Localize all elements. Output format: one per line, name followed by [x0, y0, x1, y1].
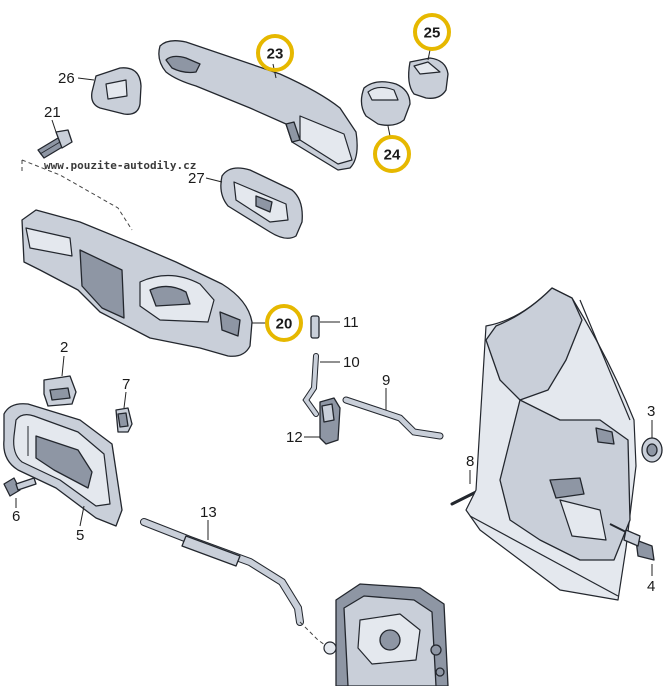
part-24-cylinder-cap: [360, 81, 411, 126]
highlight-25: [413, 13, 451, 51]
part-6-screw: [3, 477, 37, 497]
label-10: 10: [343, 354, 360, 371]
label-6: 6: [12, 508, 20, 525]
label-4: 4: [647, 578, 655, 595]
leader-24: [387, 125, 391, 137]
part-11-pin: [310, 315, 320, 339]
label-7: 7: [122, 376, 130, 393]
label-3: 3: [647, 403, 655, 420]
part-26-gasket: [91, 67, 142, 115]
label-27: 27: [188, 170, 205, 187]
leader-5: [79, 505, 85, 527]
part-4-bolt: [609, 523, 655, 561]
part-23-door-handle: [158, 40, 358, 171]
leader-2: [61, 355, 65, 377]
part-3-nut: [641, 437, 663, 463]
part-25-cover-cap: [408, 57, 449, 99]
leader-25: [427, 49, 431, 61]
label-21: 21: [44, 104, 61, 121]
assembly-guide-line: [21, 159, 133, 231]
leader-26: [77, 77, 95, 81]
part-12-clip: [319, 397, 341, 445]
highlight-24: [373, 135, 411, 173]
label-24: 24: [384, 147, 401, 164]
label-11: 11: [343, 314, 359, 331]
label-9: 9: [382, 372, 390, 389]
leader-7: [123, 391, 127, 409]
label-8: 8: [466, 453, 474, 470]
part-2-clip: [43, 375, 77, 407]
part-13-cable: [140, 518, 304, 626]
label-23: 23: [267, 46, 284, 63]
leader-21: [51, 119, 57, 133]
label-2: 2: [60, 339, 68, 356]
highlight-23: [256, 34, 294, 72]
highlight-20: [265, 304, 303, 342]
part-7-clip: [115, 407, 133, 433]
part-27-gasket: [220, 167, 303, 239]
label-5: 5: [76, 527, 84, 544]
label-13: 13: [200, 504, 217, 521]
part-10-rod: [302, 353, 319, 417]
leader-27: [205, 177, 223, 183]
part-lock-mechanism: [323, 583, 449, 686]
label-25: 25: [424, 25, 441, 42]
part-20-handle-carrier: [21, 209, 253, 357]
part-9-rod: [342, 396, 444, 440]
part-5-inner-handle: [3, 403, 123, 527]
part-21-screw: [37, 129, 73, 159]
label-20: 20: [276, 316, 293, 333]
label-26: 26: [58, 70, 75, 87]
watermark: www.pouzite-autodily.cz: [44, 159, 196, 172]
door-pillar-panel: [465, 287, 637, 601]
label-12: 12: [286, 429, 303, 446]
